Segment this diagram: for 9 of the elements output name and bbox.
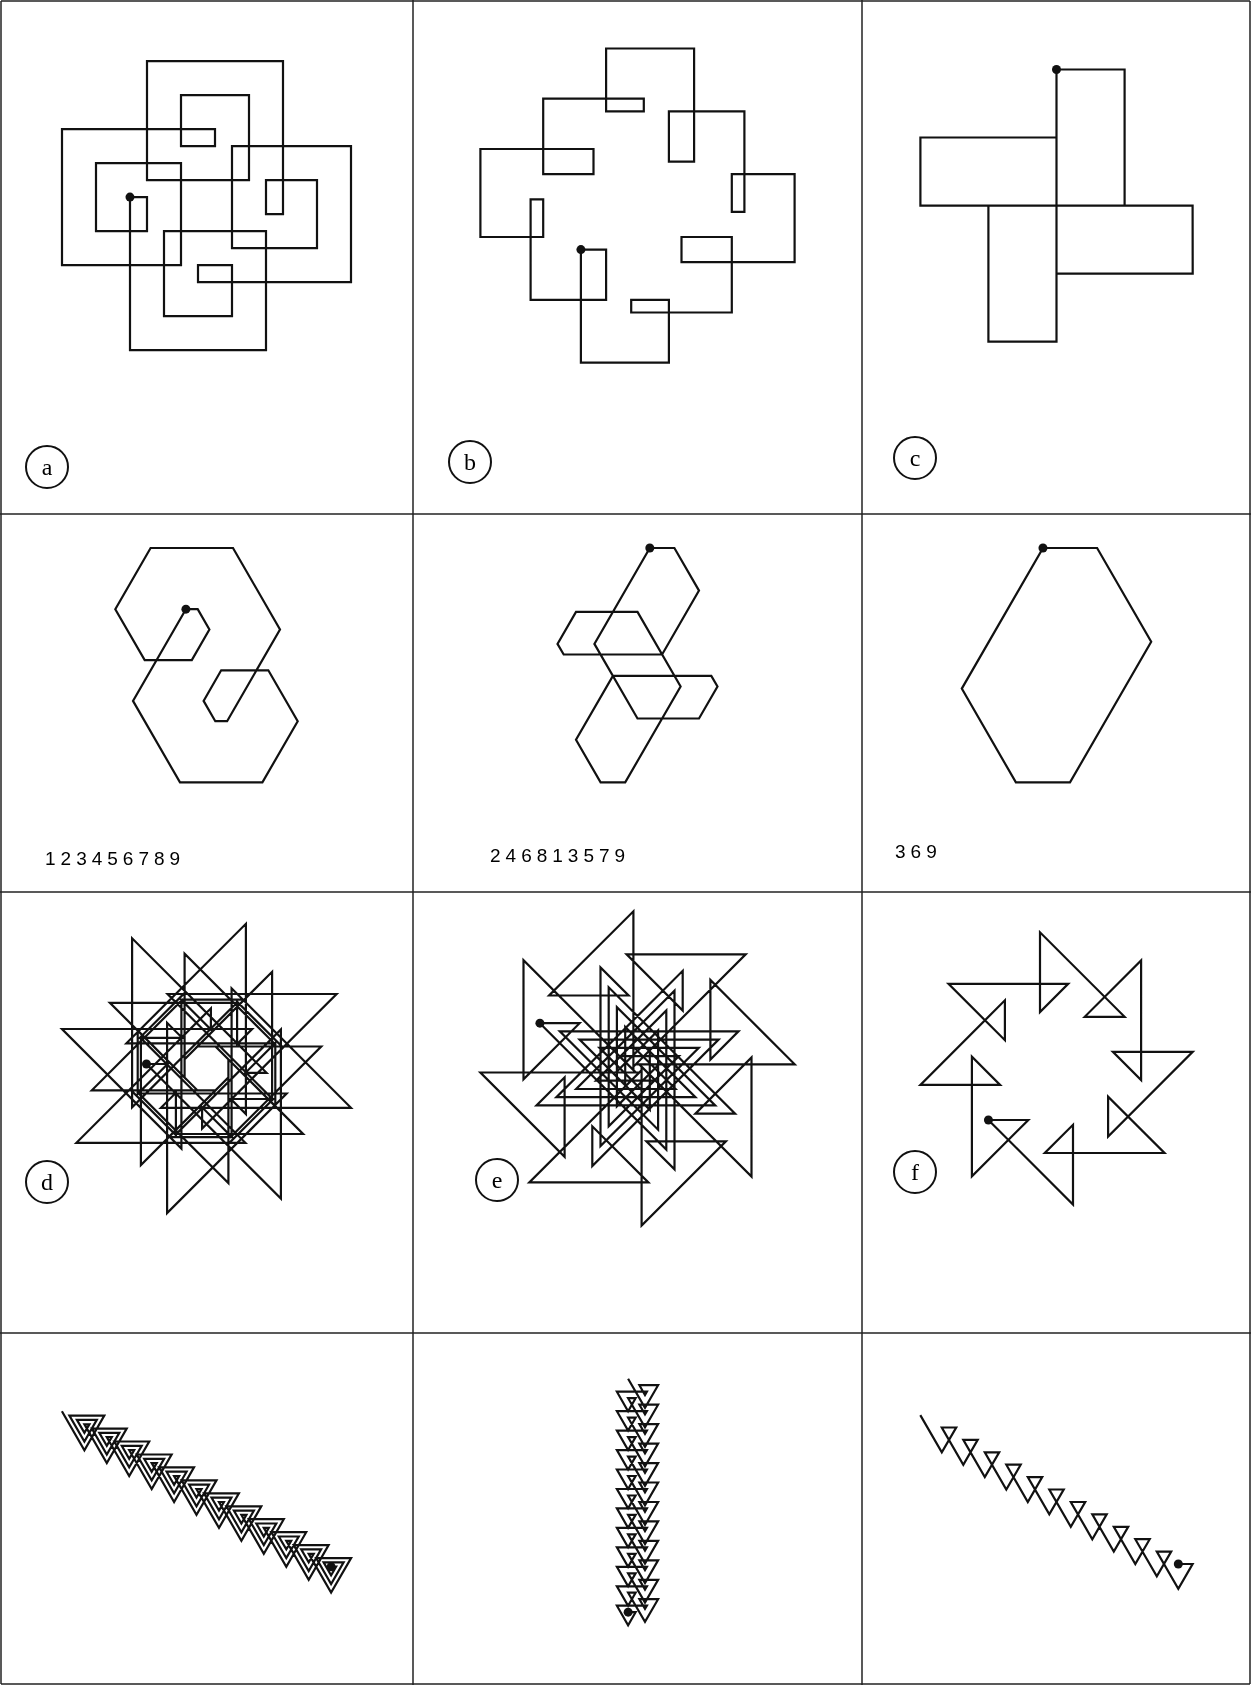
circled-letter: f xyxy=(893,1150,937,1194)
sequence-label: 246813579 xyxy=(490,845,631,867)
circled-letter: d xyxy=(25,1160,69,1204)
circled-letter: a xyxy=(25,445,69,489)
circled-letter: e xyxy=(475,1158,519,1202)
sequence-label: 369 xyxy=(895,841,942,863)
circled-letter: c xyxy=(893,436,937,480)
sequence-label: 123456789 xyxy=(45,848,186,870)
circled-letter: b xyxy=(448,440,492,484)
